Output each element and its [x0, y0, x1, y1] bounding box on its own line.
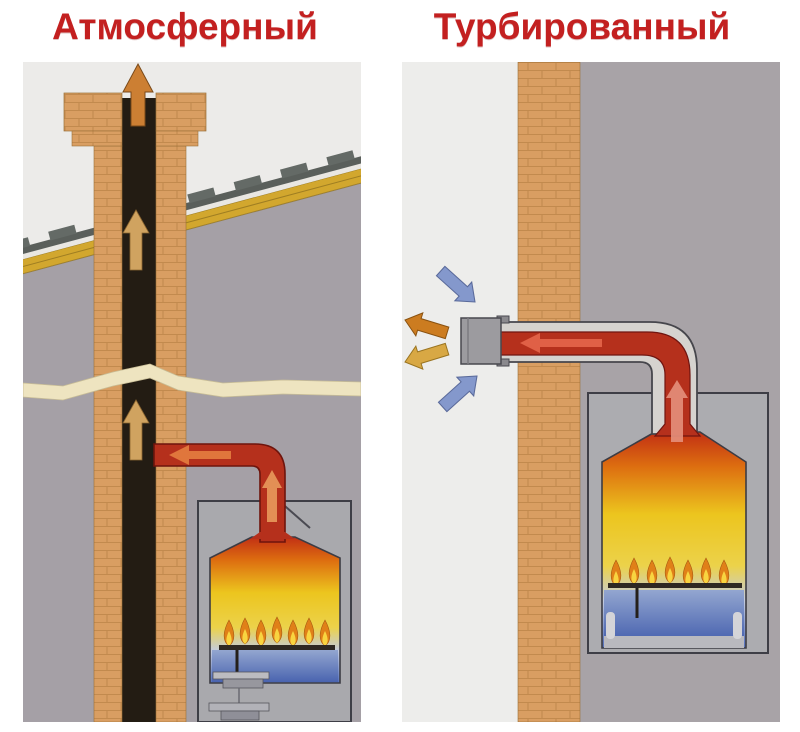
draft-up-arrow-icon — [122, 209, 150, 271]
atmospheric-diagram-panel — [23, 62, 361, 722]
draft-up-arrow-icon — [122, 399, 150, 461]
intake-foot — [606, 612, 615, 639]
flue-up-arrow-icon — [262, 470, 282, 522]
chimney-crown — [63, 92, 123, 132]
burner-bar — [608, 583, 742, 588]
boiler-body — [601, 431, 747, 649]
flue-up-arrow-icon — [666, 380, 688, 442]
wall-break-band — [23, 363, 361, 401]
exhaust-left-arrow-icon — [169, 445, 231, 465]
flue-connection-pipe — [153, 443, 295, 543]
vent-terminal-cap — [460, 315, 510, 367]
left-panel-title: Атмосферный — [52, 6, 318, 47]
brick-wall — [517, 62, 581, 722]
exhaust-left-arrow-icon — [520, 333, 602, 353]
burner-bar — [219, 645, 335, 650]
turbo-diagram-panel — [402, 62, 780, 722]
gas-valve — [212, 671, 270, 689]
intake-foot — [733, 612, 742, 639]
flue-up-arrow-icon — [122, 62, 154, 127]
gas-inlet-fitting — [208, 702, 270, 721]
right-panel-title: Турбированный — [433, 6, 731, 47]
boiler-body — [208, 536, 341, 721]
brick-chimney — [63, 92, 207, 722]
coaxial-vent-duct — [498, 321, 702, 442]
